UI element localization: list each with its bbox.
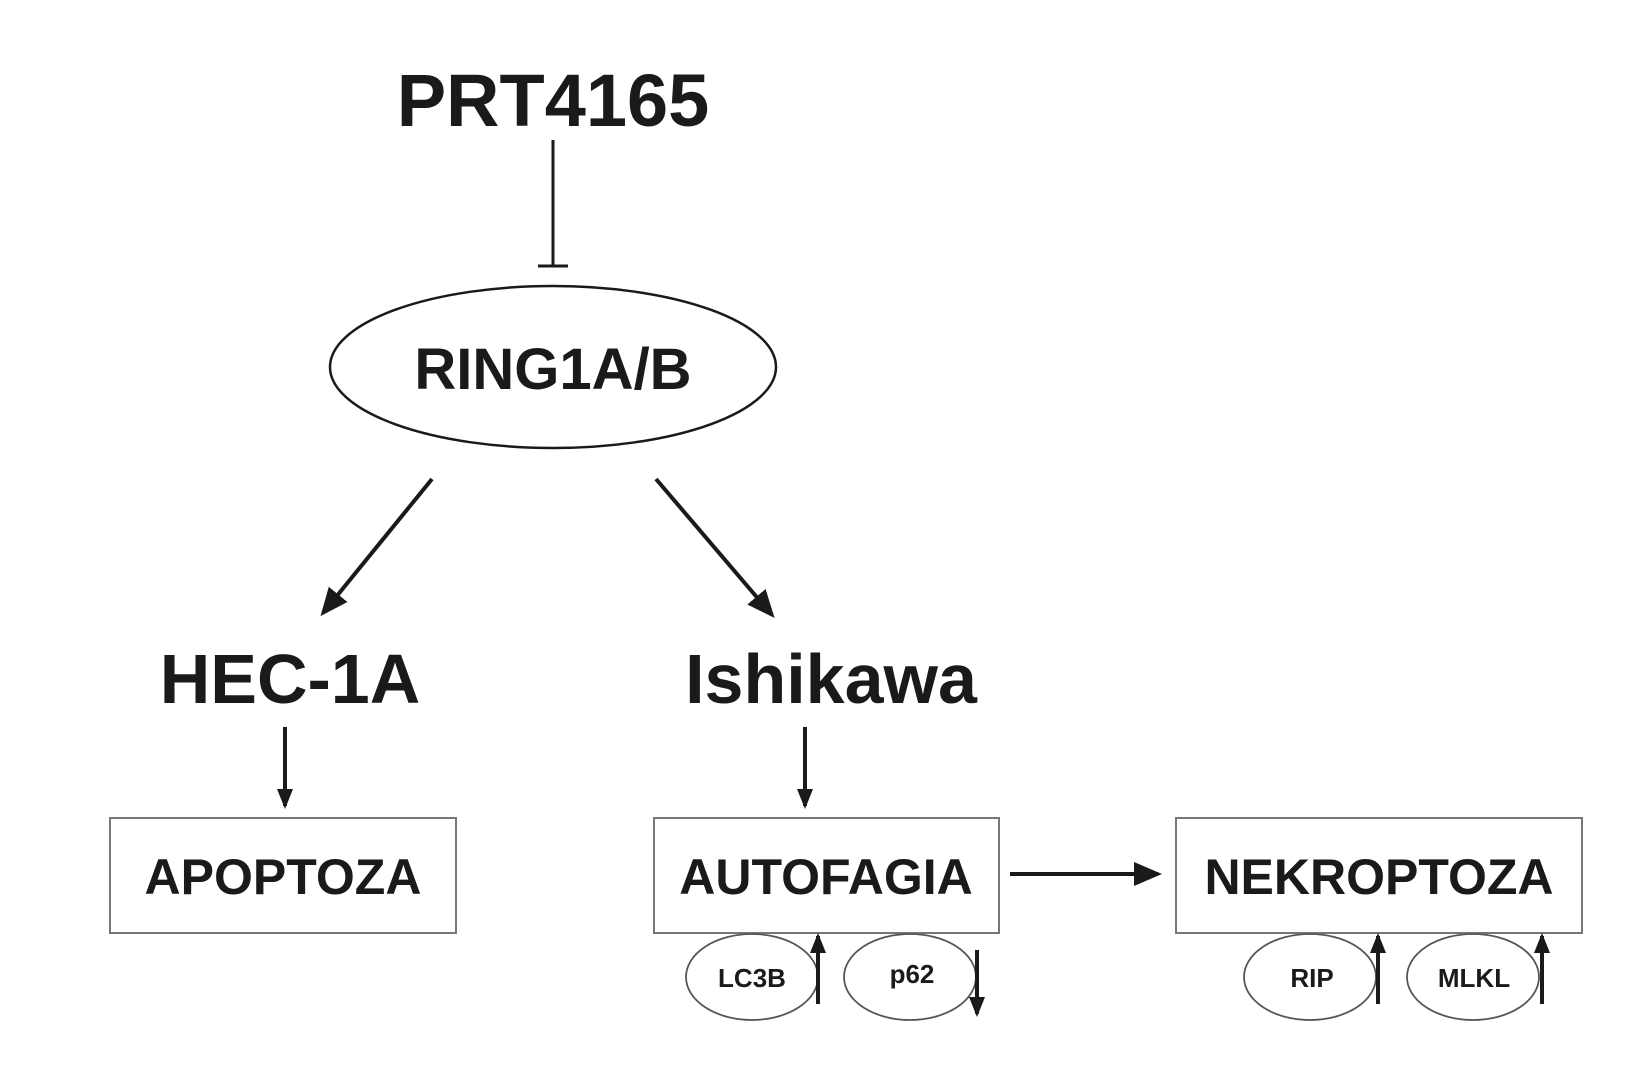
apoptosis-label: APOPTOZA [145,849,422,905]
marker-rip: RIP [1243,933,1386,1021]
apoptosis-box: APOPTOZA [109,817,457,934]
necroptosis-box: NEKROPTOZA [1175,817,1583,934]
marker-lc3b: LC3B [685,933,826,1021]
target-node: RING1A/B [328,284,778,450]
marker-mlkl-label: MLKL [1438,963,1510,993]
marker-p62-label: p62 [890,959,935,989]
cell-line-right: Ishikawa [685,640,978,718]
marker-rip-label: RIP [1290,963,1333,993]
autophagy-box: AUTOFAGIA [653,817,1000,934]
cell-line-left: HEC-1A [160,640,421,718]
necroptosis-label: NEKROPTOZA [1204,849,1553,905]
drug-label: PRT4165 [397,59,710,142]
autophagy-label: AUTOFAGIA [679,849,973,905]
target-ellipse [328,284,778,450]
marker-p62: p62 [843,933,985,1021]
inhibition-edge [538,140,568,268]
target-label: RING1A/B [414,337,691,402]
marker-mlkl: MLKL [1406,933,1550,1021]
edge-target-to-left-cell [320,477,434,617]
edge-target-to-right-cell [654,477,775,619]
marker-lc3b-label: LC3B [718,963,786,993]
